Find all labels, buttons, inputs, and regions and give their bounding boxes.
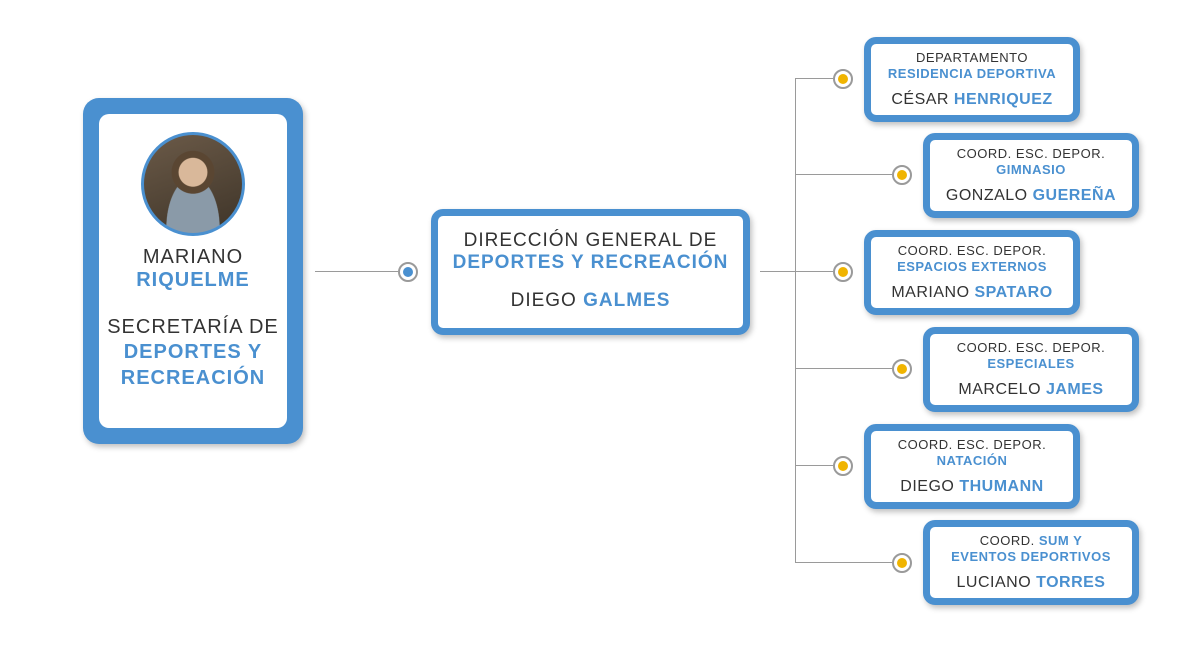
unit-prefix: COORD. ESC. DEPOR. xyxy=(956,146,1106,161)
unit-box: COORD. ESC. DEPOR. ESPECIALES MARCELO JA… xyxy=(923,327,1139,412)
branch-line xyxy=(795,368,892,369)
secretary-role-highlight: DEPORTES Y RECREACIÓN xyxy=(120,341,266,389)
branch-line xyxy=(795,174,892,175)
unit-person: CÉSAR HENRIQUEZ xyxy=(871,91,1073,109)
connector-dot-icon xyxy=(892,359,912,379)
connector-dot-icon xyxy=(833,456,853,476)
director-box: DIRECCIÓN GENERAL DE DEPORTES Y RECREACI… xyxy=(431,209,750,335)
secretary-first-name: MARIANO xyxy=(142,246,244,268)
unit-first-name: CÉSAR xyxy=(891,91,949,108)
unit-prefix: COORD. ESC. DEPOR. xyxy=(897,243,1047,258)
unit-last-name: THUMANN xyxy=(959,478,1044,495)
unit-last-name: SPATARO xyxy=(974,284,1053,301)
secretary-card-inner: MARIANO RIQUELME SECRETARÍA DE DEPORTES … xyxy=(99,114,287,428)
unit-prefix: COORD. ESC. DEPOR. xyxy=(897,437,1047,452)
vertical-bus-line xyxy=(795,78,796,562)
unit-person: LUCIANO TORRES xyxy=(930,574,1132,592)
unit-highlight: ESPACIOS EXTERNOS xyxy=(897,259,1047,274)
director-first-name: DIEGO xyxy=(510,290,577,311)
unit-prefix: DEPARTAMENTO xyxy=(916,50,1028,65)
director-name: DIEGO GALMES xyxy=(438,290,743,312)
unit-first-name: MARIANO xyxy=(891,284,970,301)
unit-last-name: GUEREÑA xyxy=(1032,187,1117,204)
unit-prefix-line: COORD. SUM Y xyxy=(930,533,1132,549)
connector-dot-icon xyxy=(833,262,853,282)
director-title-highlight: DEPORTES Y RECREACIÓN xyxy=(452,252,729,273)
secretary-card: MARIANO RIQUELME SECRETARÍA DE DEPORTES … xyxy=(83,98,303,444)
unit-highlight: SUM Y xyxy=(1038,533,1083,548)
unit-highlight-continued: EVENTOS DEPORTIVOS xyxy=(951,549,1111,564)
unit-box: COORD. ESC. DEPOR. NATACIÓN DIEGO THUMAN… xyxy=(864,424,1080,509)
avatar xyxy=(141,132,245,236)
unit-first-name: LUCIANO xyxy=(956,574,1032,591)
unit-prefix: COORD. xyxy=(979,533,1035,548)
branch-line xyxy=(795,465,833,466)
unit-person: GONZALO GUEREÑA xyxy=(930,187,1132,205)
secretary-last-name: RIQUELME xyxy=(136,269,250,291)
connector-dot-icon xyxy=(892,553,912,573)
branch-line xyxy=(795,562,892,563)
secretary-role-prefix: SECRETARÍA DE xyxy=(107,316,279,338)
unit-last-name: HENRIQUEZ xyxy=(953,91,1053,108)
unit-person: MARCELO JAMES xyxy=(930,381,1132,399)
unit-highlight: GIMNASIO xyxy=(996,162,1066,177)
connector-line xyxy=(760,271,795,272)
director-title-prefix: DIRECCIÓN GENERAL DE xyxy=(463,230,718,251)
unit-last-name: TORRES xyxy=(1036,574,1106,591)
connector-dot-icon xyxy=(833,69,853,89)
unit-box: COORD. ESC. DEPOR. ESPACIOS EXTERNOS MAR… xyxy=(864,230,1080,315)
unit-person: MARIANO SPATARO xyxy=(871,284,1073,302)
connector-dot-icon xyxy=(398,262,418,282)
branch-line xyxy=(795,78,833,79)
unit-first-name: MARCELO xyxy=(958,381,1042,398)
connector-dot-icon xyxy=(892,165,912,185)
connector-line xyxy=(315,271,398,272)
branch-line xyxy=(795,271,833,272)
unit-first-name: DIEGO xyxy=(900,478,955,495)
unit-box: COORD. ESC. DEPOR. GIMNASIO GONZALO GUER… xyxy=(923,133,1139,218)
unit-box: DEPARTAMENTO RESIDENCIA DEPORTIVA CÉSAR … xyxy=(864,37,1080,122)
unit-highlight: NATACIÓN xyxy=(936,453,1008,468)
unit-last-name: JAMES xyxy=(1045,381,1104,398)
director-last-name: GALMES xyxy=(583,290,671,311)
unit-highlight: RESIDENCIA DEPORTIVA xyxy=(887,66,1057,81)
unit-prefix: COORD. ESC. DEPOR. xyxy=(956,340,1106,355)
unit-first-name: GONZALO xyxy=(945,187,1028,204)
unit-person: DIEGO THUMANN xyxy=(871,478,1073,496)
unit-box: COORD. SUM Y EVENTOS DEPORTIVOS LUCIANO … xyxy=(923,520,1139,605)
unit-highlight: ESPECIALES xyxy=(987,356,1075,371)
